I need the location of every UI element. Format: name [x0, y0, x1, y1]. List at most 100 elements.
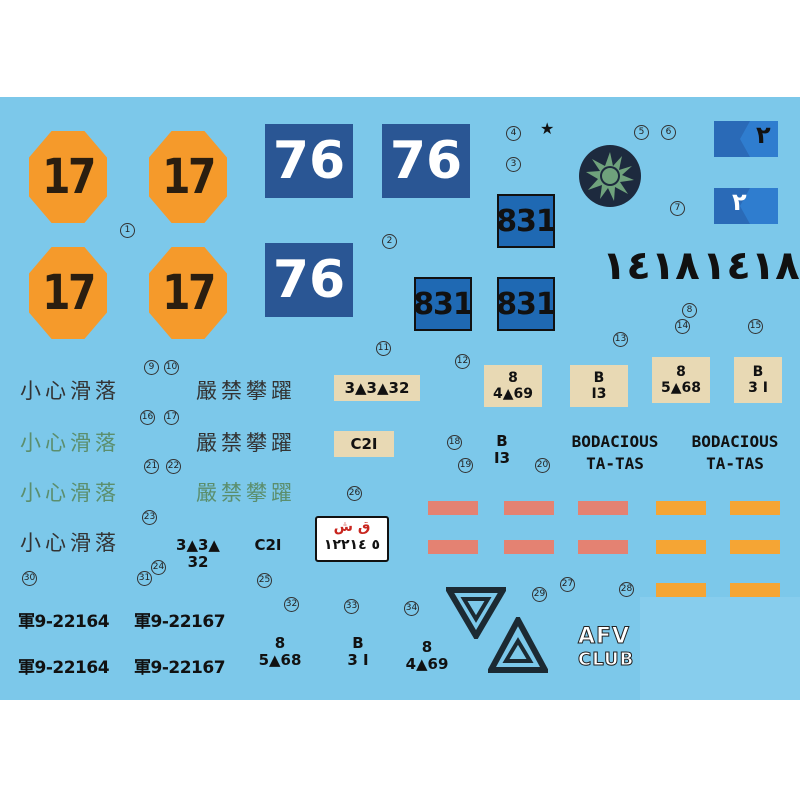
- mark-decal: B 3 I: [336, 635, 380, 669]
- logo-line2: CLUB: [578, 649, 635, 671]
- callout-18: 18: [447, 435, 462, 450]
- callout-2: 2: [382, 234, 397, 249]
- sand-tag-decal: 8 5▲68: [652, 357, 710, 403]
- flag-decal: ٢: [714, 188, 778, 224]
- sand-tag-decal: 8 4▲69: [484, 365, 542, 407]
- decal-sheet: 17 17 17 17 1 76 76 76 2 4 ★ 3 831 831 8…: [0, 97, 800, 700]
- chinese-text: 小心滑落: [20, 531, 120, 555]
- bodacious-line1: BODACIOUS: [691, 432, 779, 451]
- plate-top-text: ق ش: [333, 519, 371, 535]
- arabic-number-decal: ١٤١٨: [602, 243, 700, 289]
- arabic-number-decal: ١٤١٨: [702, 243, 800, 289]
- chinese-text: 嚴禁攀躍: [196, 379, 296, 403]
- callout-9: 9: [144, 360, 159, 375]
- sand-tag-decal: B 3 I: [734, 357, 782, 403]
- chinese-text-decal: 小心滑落: [20, 527, 120, 557]
- chinese-text-decal-green: 嚴禁攀躍: [196, 477, 296, 507]
- c21-decal: C2I: [254, 536, 282, 554]
- red-bar-decal: [504, 540, 554, 554]
- flag-decal: ٢: [714, 121, 778, 157]
- tag-top: 8: [676, 364, 686, 380]
- orange-bar-decal: [730, 501, 780, 515]
- plate-831-decal: 831: [496, 277, 557, 331]
- sand-tag-decal: B I3: [570, 365, 628, 407]
- callout-15: 15: [748, 319, 763, 334]
- chinese-text-decal: 嚴禁攀躍: [196, 427, 296, 457]
- octagon-17-decal: 17: [148, 247, 228, 339]
- sand-tag-decal: 3▲3▲32: [334, 375, 420, 401]
- orange-bar-decal: [656, 583, 706, 597]
- triangle-down-icon: [446, 587, 506, 639]
- chinese-text-decal-green: 小心滑落: [20, 477, 120, 507]
- callout-14: 14: [675, 319, 690, 334]
- chinese-text: 嚴禁攀躍: [196, 481, 296, 505]
- pennant-icon: [714, 188, 750, 224]
- code-bottom: 32: [187, 553, 209, 571]
- orange-bar-decal: [656, 501, 706, 515]
- red-bar-decal: [428, 501, 478, 515]
- triangle-up-icon: [488, 617, 548, 673]
- mark-top: 8: [274, 634, 286, 652]
- callout-6: 6: [661, 125, 676, 140]
- callout-24: 24: [151, 560, 166, 575]
- bodacious-decal: BODACIOUS TA-TAS: [682, 431, 788, 475]
- callout-1: 1: [120, 223, 135, 238]
- red-bar-decal: [504, 501, 554, 515]
- callout-28: 28: [619, 582, 634, 597]
- octagon-17-decal: 17: [28, 131, 108, 223]
- bodacious-line1: BODACIOUS: [571, 432, 659, 451]
- callout-7: 7: [670, 201, 685, 216]
- callout-8: 8: [682, 303, 697, 318]
- serial-decal: 軍9-22164: [18, 658, 110, 678]
- bodacious-line2: TA-TAS: [706, 454, 764, 473]
- tag-bottom: 5▲68: [661, 380, 701, 396]
- flag-numeral: ٢: [756, 121, 771, 149]
- callout-31: 31: [137, 571, 152, 586]
- callout-13: 13: [613, 332, 628, 347]
- tag-top: B: [593, 370, 605, 386]
- callout-17: 17: [164, 410, 179, 425]
- callout-21: 21: [144, 459, 159, 474]
- callout-34: 34: [404, 601, 419, 616]
- plate-831-decal: 831: [413, 277, 474, 331]
- orange-bar-decal: [656, 540, 706, 554]
- chinese-text: 小心滑落: [20, 379, 120, 403]
- tag-top: 8: [508, 370, 518, 386]
- code-decal: 3▲3▲ 32: [168, 537, 228, 571]
- chinese-text: 嚴禁攀躍: [196, 431, 296, 455]
- callout-12: 12: [455, 354, 470, 369]
- faded-corner: [640, 597, 800, 700]
- serial-decal: 軍9-22167: [134, 612, 226, 632]
- sun-roundel-icon: [579, 145, 641, 207]
- bodacious-line2: TA-TAS: [586, 454, 644, 473]
- chinese-text: 小心滑落: [20, 481, 120, 505]
- callout-11: 11: [376, 341, 391, 356]
- red-bar-decal: [428, 540, 478, 554]
- blue-76-decal: 76: [265, 243, 353, 317]
- red-bar-decal: [578, 501, 628, 515]
- plate-831-decal: 831: [496, 194, 557, 248]
- tag-bottom: 4▲69: [493, 386, 533, 402]
- callout-26: 26: [347, 486, 362, 501]
- orange-bar-decal: [730, 540, 780, 554]
- red-bar-decal: [578, 540, 628, 554]
- star-icon: ★: [540, 119, 555, 138]
- callout-20: 20: [535, 458, 550, 473]
- orange-bar-decal: [730, 583, 780, 597]
- license-plate-decal: ق ش ٥ ١٢٢١٤: [315, 516, 389, 562]
- blue-76-decal: 76: [382, 124, 470, 198]
- tag-bottom: 3 I: [748, 380, 768, 396]
- plate-bottom-text: ٥ ١٢٢١٤: [323, 537, 381, 553]
- chinese-text-decal: 嚴禁攀躍: [196, 375, 296, 405]
- tag-top: B: [752, 364, 764, 380]
- octagon-17-decal: 17: [148, 131, 228, 223]
- callout-19: 19: [458, 458, 473, 473]
- callout-16: 16: [140, 410, 155, 425]
- b13-decal: B I3: [488, 433, 516, 467]
- callout-5: 5: [634, 125, 649, 140]
- code-top: 3▲3▲: [176, 536, 220, 554]
- logo-line1: AFV: [578, 624, 631, 649]
- b13-top: B: [496, 432, 508, 450]
- mark-bottom: 3 I: [347, 651, 369, 669]
- mark-top: B: [352, 634, 364, 652]
